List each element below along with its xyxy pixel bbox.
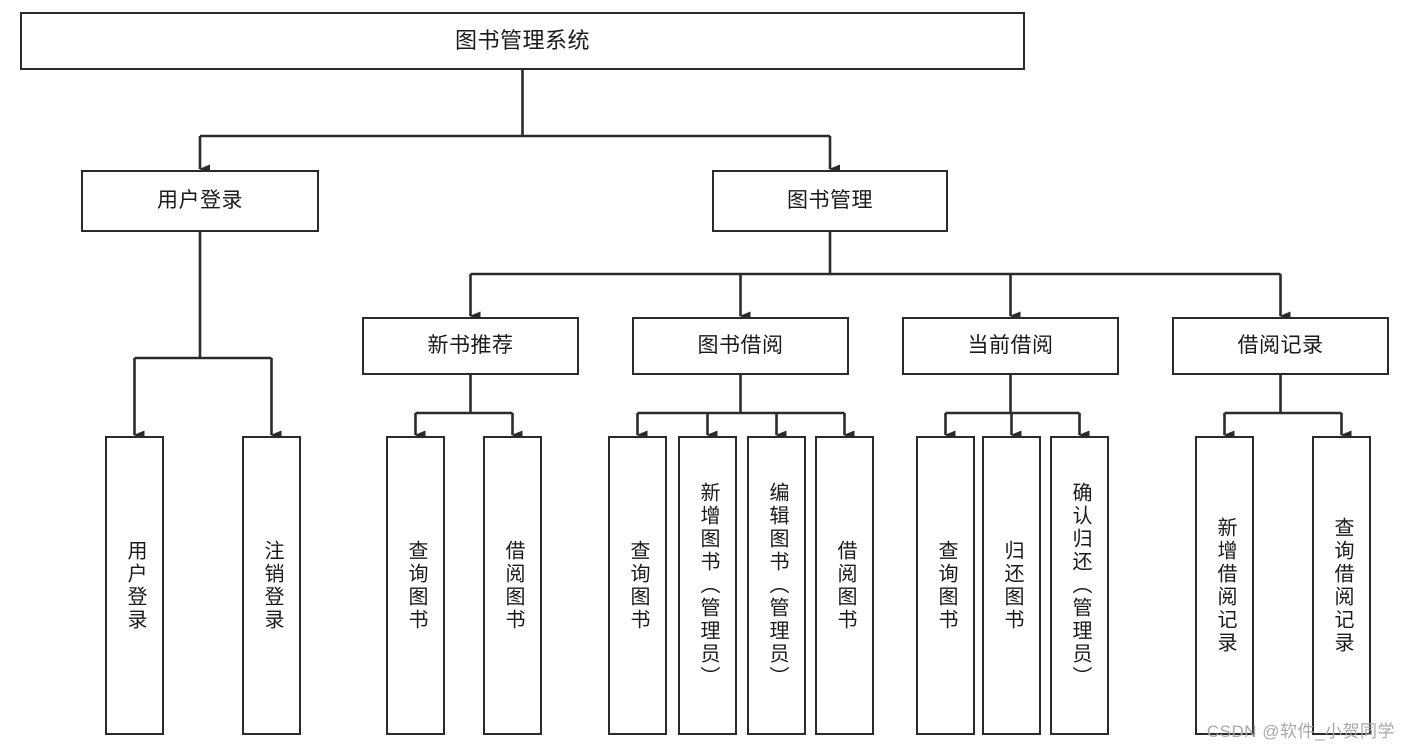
node-label: 图书借阅 bbox=[697, 333, 784, 357]
node-label: 用户登录 bbox=[157, 188, 243, 212]
node-label: 借阅记录 bbox=[1237, 333, 1324, 357]
node-borrow-record[interactable]: 借阅记录 bbox=[1172, 317, 1389, 375]
leaf-node-leaf-user-login[interactable]: 用户登录 bbox=[105, 436, 164, 735]
node-label: 编辑图书（管理员） bbox=[766, 482, 788, 689]
node-book-borrow[interactable]: 图书借阅 bbox=[632, 317, 849, 375]
leaf-node-leaf-query-book-2[interactable]: 查询图书 bbox=[608, 436, 667, 735]
leaf-node-leaf-logout-login[interactable]: 注销登录 bbox=[242, 436, 301, 735]
leaf-node-leaf-query-book-1[interactable]: 查询图书 bbox=[386, 436, 445, 735]
node-label: 查询借阅记录 bbox=[1331, 516, 1353, 655]
node-new-book-recommend[interactable]: 新书推荐 bbox=[362, 317, 579, 375]
node-label: 查询图书 bbox=[935, 539, 957, 632]
node-label: 当前借阅 bbox=[967, 333, 1054, 357]
node-user-login[interactable]: 用户登录 bbox=[81, 170, 319, 232]
leaf-node-leaf-borrow-book-2[interactable]: 借阅图书 bbox=[815, 436, 874, 735]
node-label: 用户登录 bbox=[124, 539, 146, 632]
leaf-node-leaf-borrow-book-1[interactable]: 借阅图书 bbox=[483, 436, 542, 735]
node-label: 借阅图书 bbox=[502, 539, 524, 632]
leaf-node-leaf-query-borrow-record[interactable]: 查询借阅记录 bbox=[1312, 436, 1371, 735]
node-book-manage[interactable]: 图书管理 bbox=[712, 170, 948, 232]
node-label: 借阅图书 bbox=[834, 539, 856, 632]
leaf-node-leaf-add-borrow-record[interactable]: 新增借阅记录 bbox=[1195, 436, 1254, 735]
node-label: 查询图书 bbox=[405, 539, 427, 632]
leaf-node-leaf-confirm-return-admin[interactable]: 确认归还（管理员） bbox=[1050, 436, 1109, 735]
node-label: 新书推荐 bbox=[427, 333, 514, 357]
node-label: 图书管理系统 bbox=[454, 28, 590, 54]
node-current-borrow[interactable]: 当前借阅 bbox=[902, 317, 1119, 375]
node-label: 新增图书（管理员） bbox=[697, 482, 719, 689]
leaf-node-leaf-return-book[interactable]: 归还图书 bbox=[982, 436, 1041, 735]
node-label: 确认归还（管理员） bbox=[1069, 482, 1091, 689]
node-label: 注销登录 bbox=[261, 539, 283, 632]
root-node-book-management-system[interactable]: 图书管理系统 bbox=[20, 12, 1025, 70]
node-label: 归还图书 bbox=[1001, 539, 1023, 632]
node-label: 新增借阅记录 bbox=[1214, 516, 1236, 655]
leaf-node-leaf-add-book-admin[interactable]: 新增图书（管理员） bbox=[678, 436, 737, 735]
node-label: 图书管理 bbox=[787, 188, 873, 212]
leaf-node-leaf-edit-book-admin[interactable]: 编辑图书（管理员） bbox=[747, 436, 806, 735]
leaf-node-leaf-query-book-3[interactable]: 查询图书 bbox=[916, 436, 975, 735]
node-label: 查询图书 bbox=[627, 539, 649, 632]
